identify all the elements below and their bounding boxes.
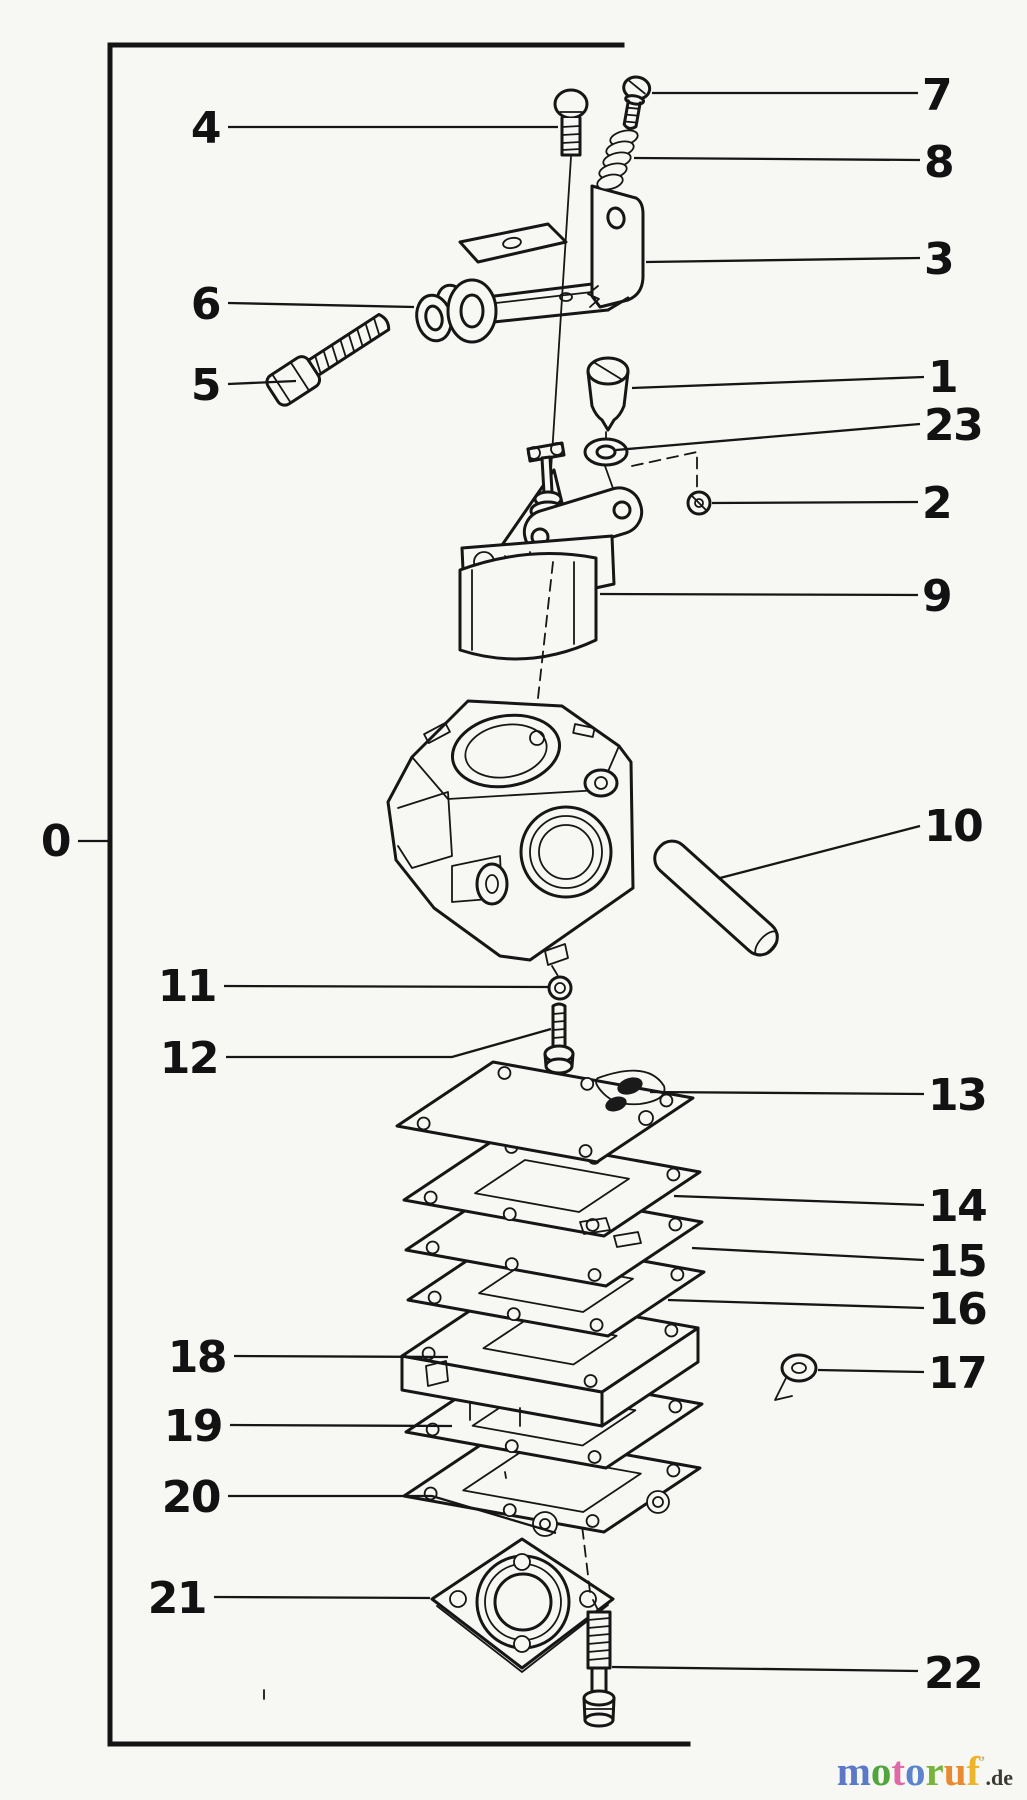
callout-label-11: 11 [158, 961, 216, 1012]
gasket-stack [395, 1060, 706, 1534]
leader-line-11 [223, 984, 549, 989]
watermark-letter: r [925, 1748, 944, 1794]
center-line-mid [537, 561, 554, 699]
callout-label-10: 10 [924, 801, 982, 852]
leader-line-1 [631, 375, 925, 390]
leader-line-14 [673, 1194, 925, 1207]
pipe-part-10 [653, 839, 779, 957]
spring-part-8 [596, 129, 639, 191]
callout-label-2: 2 [922, 478, 951, 529]
washer-part-23 [583, 437, 629, 467]
callout-label-17: 17 [928, 1348, 986, 1399]
callout-label-5: 5 [191, 360, 220, 411]
watermark-letter: m [836, 1748, 871, 1794]
leader-line-10 [719, 824, 921, 880]
body-detail-18 [425, 1360, 521, 1427]
callout-label-3: 3 [924, 234, 953, 285]
watermark-letter: o [905, 1748, 926, 1794]
callout-label-8: 8 [924, 137, 953, 188]
leader-line-13 [649, 1090, 925, 1096]
clip-part-2 [686, 490, 712, 516]
callout-label-9: 9 [922, 571, 951, 622]
leader-line-12 [226, 1027, 552, 1059]
watermark-suffix: .de [985, 1765, 1014, 1790]
scan-tick [504, 1471, 507, 1479]
watermark-letter: f [966, 1748, 981, 1794]
leader-line-19 [229, 1423, 453, 1428]
bracket-part-3 [446, 184, 645, 344]
callout-label-1: 1 [928, 352, 957, 403]
pump-body-detail-13 [595, 1069, 666, 1126]
callout-label-23: 23 [924, 400, 982, 451]
carburetor-body [386, 699, 635, 966]
leader-line-18 [233, 1354, 449, 1359]
leader-line-9 [599, 592, 919, 597]
oring-part-11 [547, 975, 573, 1001]
callout-label-12: 12 [160, 1033, 218, 1084]
callout-label-13: 13 [928, 1070, 986, 1121]
cap-part-1 [586, 356, 630, 432]
center-line-low [551, 965, 559, 977]
leader-line-8 [633, 156, 921, 162]
callout-label-4: 4 [191, 103, 220, 154]
watermark-letters: motoruf’ [837, 1748, 986, 1794]
leader-line-23 [615, 422, 921, 452]
alignment-dash-line [631, 451, 698, 497]
callout-label-19: 19 [164, 1401, 222, 1452]
watermark-letter: ’ [980, 1754, 986, 1771]
assembly-frame [107, 42, 691, 1747]
callout-label-0: 0 [41, 816, 70, 867]
plate-part-14 [402, 1134, 702, 1238]
grommet-part-17 [774, 1353, 818, 1401]
watermark-letter: u [943, 1748, 967, 1794]
leader-line-3 [645, 256, 921, 264]
flange-part-21 [430, 1537, 615, 1673]
callout-label-6: 6 [191, 279, 220, 330]
callout-label-16: 16 [928, 1284, 986, 1335]
leader-line-15 [691, 1246, 925, 1262]
callout-label-21: 21 [148, 1573, 206, 1624]
leader-line-20 [228, 1494, 557, 1535]
leader-line-17 [817, 1368, 925, 1374]
screw-part-7 [622, 75, 652, 131]
leader-line-5 [227, 379, 297, 386]
leader-line-22 [611, 1665, 919, 1673]
leader-line-16 [667, 1298, 925, 1310]
screw-part-4 [553, 88, 589, 157]
callout-label-18: 18 [168, 1332, 226, 1383]
cylinder-part-9 [458, 552, 598, 661]
callout-label-20: 20 [162, 1472, 220, 1523]
bolt-part-22 [582, 1599, 616, 1728]
leader-line-6 [227, 301, 415, 309]
watermark-letter: t [891, 1748, 905, 1794]
callout-label-14: 14 [928, 1181, 986, 1232]
callout-label-15: 15 [928, 1236, 986, 1287]
watermark-logo: motoruf’.de [837, 1751, 1013, 1792]
leader-line-2 [711, 500, 919, 505]
bolt-part-5 [265, 313, 391, 407]
callout-label-7: 7 [922, 70, 951, 121]
plate-detail-15 [579, 1217, 642, 1248]
watermark-letter: o [870, 1748, 892, 1794]
leader-line-21 [213, 1595, 431, 1600]
callout-label-22: 22 [924, 1648, 982, 1699]
